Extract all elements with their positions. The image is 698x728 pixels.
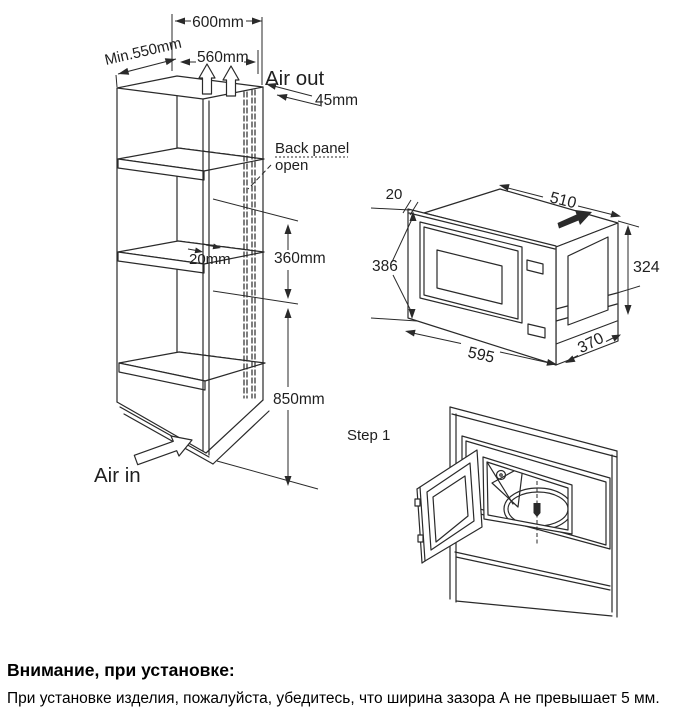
air-out-arrow-icon [222,65,240,97]
dim-560-label: 560mm [197,49,249,66]
back-panel-label-2: open [275,157,308,174]
door-hinge [414,498,421,507]
dim-324-label: 324 [633,259,660,276]
display-window [526,259,544,275]
dim-600-label: 600mm [192,14,244,31]
air-out-arrow-icon [198,63,216,95]
dim-45: 45mm [265,83,358,109]
door-hinge [417,534,424,543]
air-out-label: Air out [265,67,325,90]
step1-lower-cabinet [454,551,613,617]
dim-595-label: 595 [466,344,496,366]
step1-label: Step 1 [347,427,390,444]
dim-850: 850mm [216,308,325,490]
screw-icon [533,503,541,517]
dim-360-label: 360mm [274,250,326,267]
dim-850-label: 850mm [273,391,325,408]
back-panel-open-callout: Back panel open [247,140,349,190]
installation-diagrams: 600mm Min.550mm 560mm Air out [94,12,660,618]
turntable-plate [503,487,568,530]
dim-600: 600mm [171,12,263,85]
cabinet-shelves [117,147,266,391]
dim-20-label: 20 [386,186,403,203]
cabinet-cutout-diagram: 600mm Min.550mm 560mm Air out [94,12,358,490]
dim-560: 560mm [180,49,259,74]
step1-open-door [414,449,483,564]
waveguide-cover [491,465,524,508]
door-button [527,323,546,339]
dim-45-label: 45mm [315,92,358,109]
air-in-arrow-icon [133,435,193,466]
dim-510: 510 [499,184,621,218]
fan-icon [495,469,507,481]
back-panel-label-1: Back panel [275,140,349,157]
dim-324: 324 [616,220,660,315]
microwave-body [407,188,619,366]
slide-in-arrow-icon [557,210,592,229]
notice-heading: Внимание, при установке: [7,660,235,680]
dim-min550-label: Min.550mm [103,35,183,69]
dim-386: 386 [370,207,418,322]
dim-510-label: 510 [548,189,578,212]
step1-cavity [482,456,573,544]
dim-flange-20: 20 [386,186,419,216]
microwave-dimensions-diagram: 20 510 386 324 [370,184,660,367]
dim-595: 595 [405,329,557,367]
step1-diagram: Step 1 [347,406,618,618]
air-in-label: Air in [94,464,141,487]
back-panel-open-lines [243,89,256,399]
dim-20mm-label: 20mm [189,251,231,268]
dim-360: 360mm [212,198,326,305]
dim-20-gap: 20mm [187,243,231,268]
dim-386-label: 386 [372,258,398,275]
notice-body: При установке изделия, пожалуйста, убеди… [7,690,660,707]
